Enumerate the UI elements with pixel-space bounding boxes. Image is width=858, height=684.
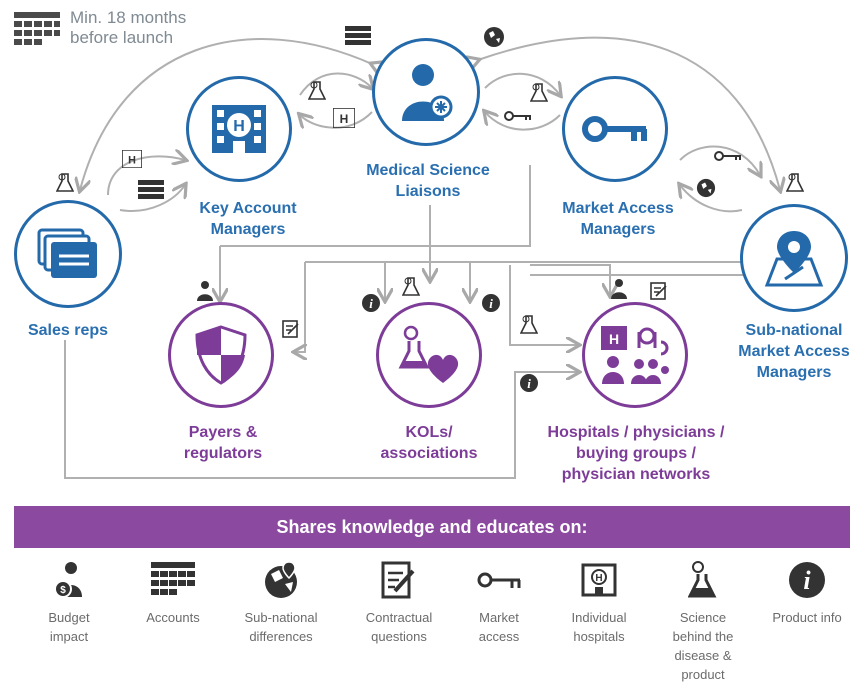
science-icon bbox=[308, 81, 326, 100]
kols-circle bbox=[376, 302, 482, 408]
svg-text:H: H bbox=[340, 112, 349, 126]
svg-text:i: i bbox=[369, 296, 373, 311]
msl-label: Medical Science Liaisons bbox=[366, 162, 490, 200]
accounts-icon bbox=[151, 562, 195, 595]
accounts-icon bbox=[138, 180, 164, 199]
mam-circle bbox=[562, 76, 668, 182]
map-pin-icon bbox=[764, 231, 824, 287]
timeline-note: Min. 18 months before launch bbox=[70, 8, 187, 47]
legend-item: Contractual questions bbox=[344, 556, 454, 646]
legend-label: Individual hospitals bbox=[571, 610, 627, 644]
folders-icon bbox=[37, 228, 97, 278]
knowledge-banner: Shares knowledge and educates on: bbox=[14, 506, 850, 548]
science-icon bbox=[402, 277, 420, 296]
legend-item: Accounts bbox=[118, 556, 228, 627]
product-info-icon: i bbox=[482, 294, 500, 312]
kols-label: KOLs/ associations bbox=[380, 424, 478, 462]
shield-icon bbox=[195, 325, 247, 385]
key-icon bbox=[504, 111, 531, 121]
svg-text:i: i bbox=[527, 376, 531, 391]
legend-label: Product info bbox=[772, 610, 842, 625]
svg-text:$: $ bbox=[60, 585, 66, 596]
svg-text:i: i bbox=[803, 566, 811, 595]
science-icon bbox=[688, 561, 717, 598]
contractual-questions-icon bbox=[381, 561, 415, 599]
hospital-icon: H bbox=[122, 150, 142, 168]
science-heart-icon bbox=[398, 325, 459, 383]
msl-circle bbox=[372, 38, 480, 146]
product-info-icon: i bbox=[362, 294, 380, 312]
key-icon bbox=[582, 116, 647, 142]
legend-item: Market access bbox=[444, 556, 554, 646]
kam-label: Key Account Managers bbox=[199, 200, 297, 238]
globe-icon bbox=[484, 27, 504, 47]
sales-reps-label: Sales reps bbox=[27, 322, 109, 339]
market-access-icon bbox=[477, 572, 521, 588]
accounts-icon bbox=[345, 26, 371, 45]
svg-text:H: H bbox=[609, 331, 619, 347]
contractual-questions-icon bbox=[650, 282, 667, 300]
hospital-icon: H bbox=[333, 108, 355, 128]
individual-hospitals-icon: H bbox=[581, 563, 617, 597]
key-icon bbox=[714, 151, 741, 161]
legend-label: Contractual questions bbox=[365, 610, 433, 644]
svg-text:i: i bbox=[489, 296, 493, 311]
svg-text:H: H bbox=[128, 155, 136, 167]
subnational-circle bbox=[740, 204, 848, 312]
legend-item: $ Budget impact bbox=[14, 556, 124, 646]
svg-text:H: H bbox=[595, 573, 602, 584]
legend-item: H Individual hospitals bbox=[544, 556, 654, 646]
healthcare-network-icon: H bbox=[601, 326, 669, 384]
budget-impact-icon: $ bbox=[54, 562, 82, 598]
science-icon bbox=[786, 173, 804, 192]
science-icon bbox=[520, 315, 538, 334]
payers-circle bbox=[168, 302, 274, 408]
mam-label: Market Access Managers bbox=[562, 200, 674, 238]
legend-label: Market access bbox=[478, 610, 520, 644]
sub-national-differences-icon bbox=[265, 561, 297, 598]
science-icon bbox=[530, 83, 548, 102]
budget-impact-icon bbox=[197, 281, 213, 301]
svg-text:H: H bbox=[233, 118, 245, 135]
calendar-icon bbox=[14, 12, 60, 45]
hospitals-circle: H bbox=[582, 302, 688, 408]
doctor-icon bbox=[402, 64, 453, 121]
sales-reps-circle bbox=[14, 200, 122, 308]
legend-label: Budget impact bbox=[48, 610, 90, 644]
globe-icon bbox=[696, 178, 716, 198]
legend-item: i Product info bbox=[752, 556, 858, 627]
legend-label: Accounts bbox=[146, 610, 200, 625]
subnational-label: Sub-national Market Access Managers bbox=[738, 322, 850, 381]
legend-item: Science behind the disease & product bbox=[648, 556, 758, 684]
science-icon bbox=[56, 173, 74, 192]
hospital-building-icon: H bbox=[212, 105, 266, 153]
contractual-questions-icon bbox=[282, 320, 299, 338]
budget-impact-icon bbox=[611, 279, 627, 299]
hospitals-label: Hospitals / physicians / buying groups /… bbox=[547, 424, 725, 483]
product-info-icon: i bbox=[789, 562, 825, 598]
product-info-icon: i bbox=[520, 374, 538, 392]
payers-label: Payers & regulators bbox=[183, 424, 263, 462]
legend-item: Sub-national differences bbox=[226, 556, 336, 646]
legend-label: Sub-national differences bbox=[244, 610, 318, 644]
legend-label: Science behind the disease & product bbox=[672, 610, 734, 682]
kam-circle: H bbox=[186, 76, 292, 182]
